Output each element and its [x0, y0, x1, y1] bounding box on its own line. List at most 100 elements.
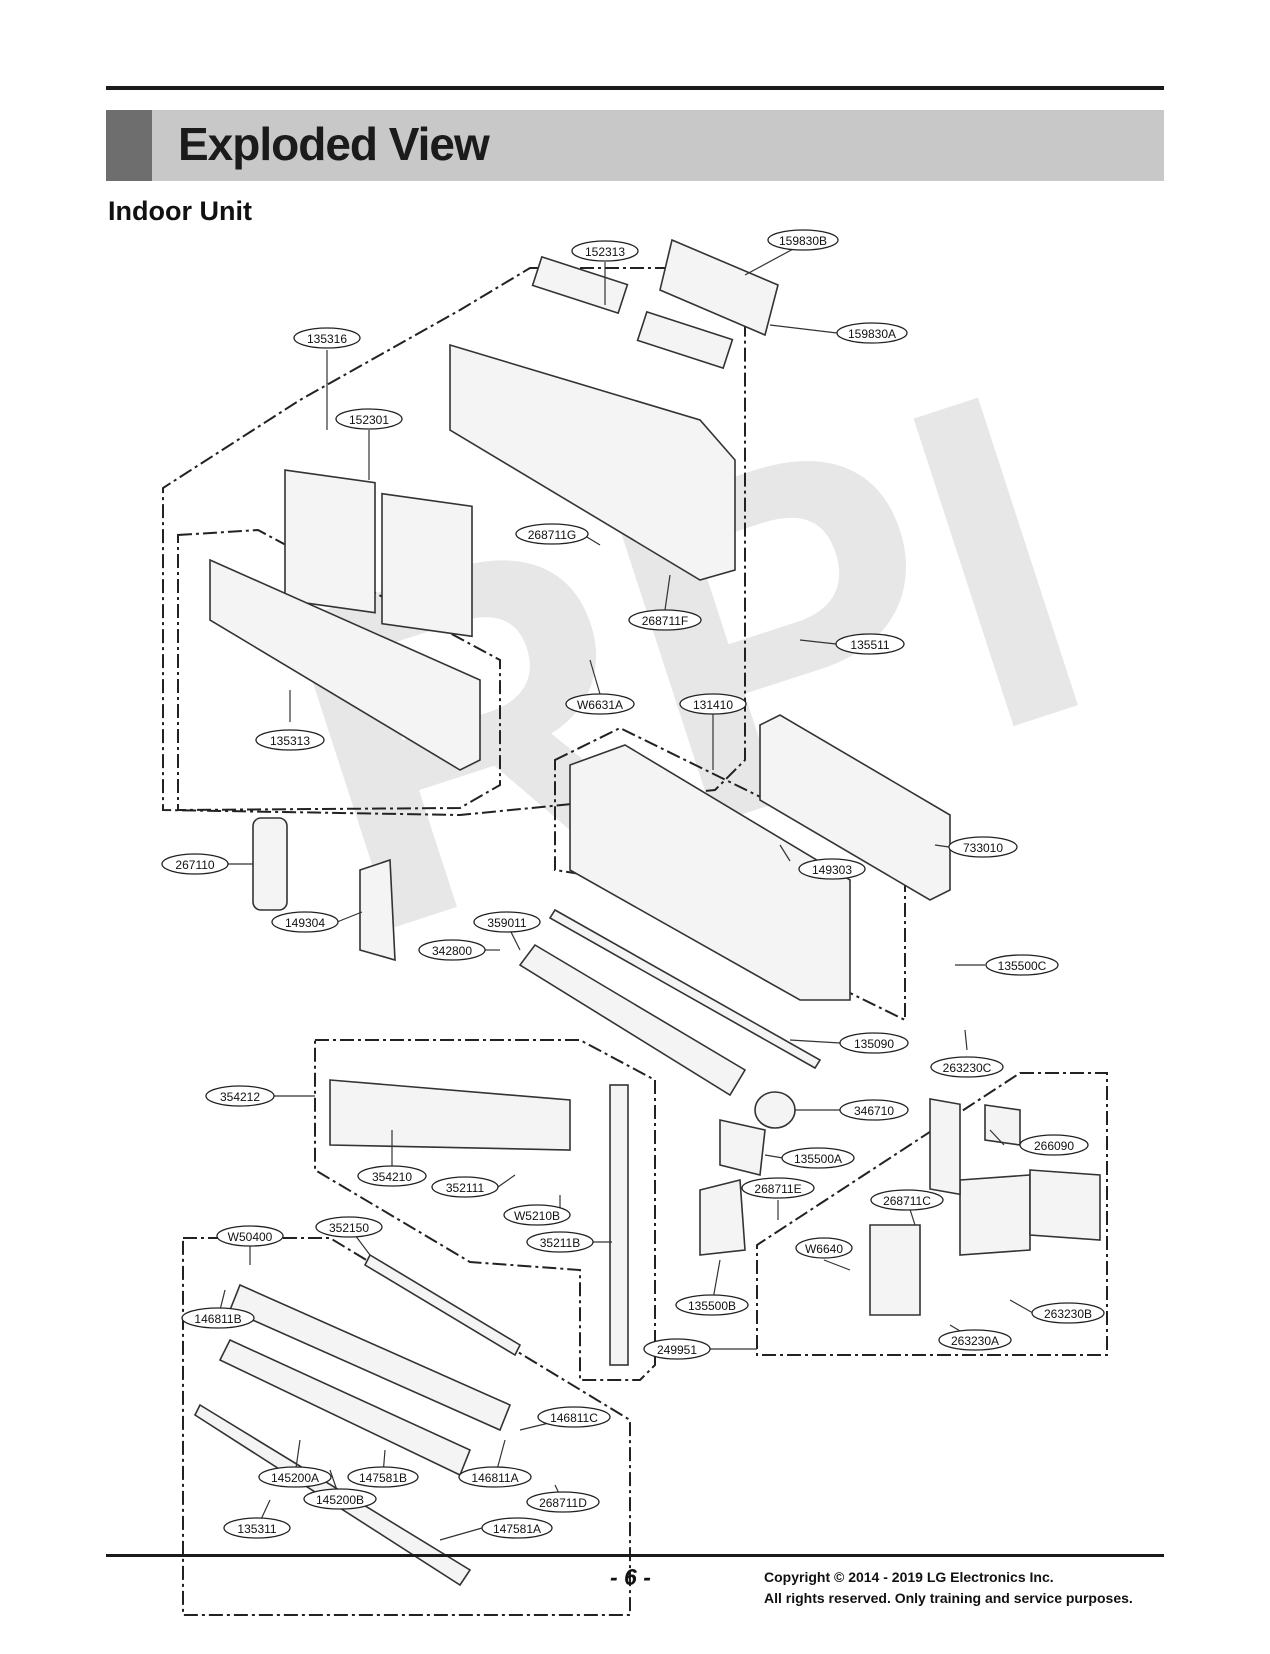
- page-number: - 6 -: [610, 1564, 651, 1590]
- svg-text:146811A: 146811A: [471, 1471, 518, 1485]
- evaporator-coil: [329, 1079, 571, 1151]
- drain-pan-bar: [548, 908, 822, 1070]
- title-banner: Exploded View: [106, 110, 1164, 181]
- page-title: Exploded View: [178, 118, 490, 170]
- grille-filter-right: [929, 1098, 961, 1196]
- drain-hose: [363, 1253, 522, 1357]
- callout-146811A: 146811A: [458, 1466, 532, 1488]
- callout-146811C: 146811C: [537, 1406, 611, 1428]
- svg-text:159830A: 159830A: [848, 327, 896, 341]
- air-filter-left: [284, 469, 376, 614]
- svg-text:359011: 359011: [487, 916, 526, 930]
- callout-352111: 352111: [431, 1176, 499, 1198]
- evaporator-group-outline: [314, 1039, 656, 1381]
- svg-text:733010: 733010: [963, 841, 1003, 855]
- part-callouts: 159830B 152313 159830A 135316 152301 268…: [161, 229, 1105, 1539]
- svg-text:146811B: 146811B: [194, 1312, 241, 1326]
- display-strip-2: [636, 310, 734, 370]
- svg-text:135316: 135316: [307, 332, 347, 346]
- callout-W6631A: W6631A: [565, 693, 635, 715]
- terminal-cover: [1029, 1169, 1101, 1241]
- svg-text:146811C: 146811C: [550, 1411, 598, 1425]
- svg-text:346710: 346710: [854, 1104, 894, 1118]
- louver-assembly: [228, 1283, 512, 1432]
- callout-342800: 342800: [418, 939, 486, 961]
- svg-text:354212: 354212: [220, 1090, 260, 1104]
- svg-text:145200B: 145200B: [316, 1493, 364, 1507]
- callout-135090: 135090: [839, 1032, 909, 1054]
- svg-text:135500A: 135500A: [794, 1152, 842, 1166]
- copyright-line-1: Copyright © 2014 - 2019 LG Electronics I…: [764, 1569, 1054, 1585]
- front-grille: [449, 343, 736, 581]
- svg-text:159830B: 159830B: [779, 234, 827, 248]
- discharge-group-outline: [182, 1237, 631, 1616]
- callout-135500B: 135500B: [675, 1294, 749, 1316]
- svg-text:267110: 267110: [175, 858, 214, 872]
- chassis-group-outline: [554, 726, 906, 1022]
- callout-268711C: 268711C: [870, 1189, 944, 1211]
- crossflow-fan: [518, 943, 747, 1097]
- svg-text:263230C: 263230C: [943, 1061, 992, 1075]
- callout-267110: 267110: [161, 853, 229, 875]
- svg-text:268711G: 268711G: [528, 528, 577, 542]
- svg-text:263230B: 263230B: [1044, 1307, 1092, 1321]
- top-rule: [106, 86, 1164, 90]
- svg-text:152313: 152313: [585, 245, 625, 259]
- display-strip: [531, 255, 629, 315]
- svg-text:268711E: 268711E: [754, 1182, 801, 1196]
- callout-135500A: 135500A: [781, 1147, 855, 1169]
- callout-249951: 249951: [643, 1338, 711, 1360]
- callout-268711D: 268711D: [526, 1491, 600, 1513]
- svg-text:131410: 131410: [693, 698, 733, 712]
- callout-135511: 135511: [835, 633, 905, 655]
- svg-text:266090: 266090: [1034, 1139, 1074, 1153]
- callout-W50400: W50400: [216, 1225, 284, 1247]
- svg-text:145200A: 145200A: [271, 1471, 319, 1485]
- callout-147581A: 147581A: [481, 1517, 553, 1539]
- pcb-board: [869, 1224, 921, 1316]
- callout-359011: 359011: [473, 911, 541, 933]
- svg-text:149304: 149304: [285, 916, 325, 930]
- callout-352150: 352150: [315, 1216, 383, 1238]
- svg-text:W6631A: W6631A: [577, 698, 623, 712]
- svg-text:135090: 135090: [854, 1037, 894, 1051]
- svg-text:149303: 149303: [812, 863, 852, 877]
- banner-tab: [106, 110, 152, 181]
- callout-733010: 733010: [948, 836, 1018, 858]
- chassis-frame: [569, 744, 851, 1001]
- callout-354210: 354210: [357, 1165, 427, 1187]
- callout-268711F: 268711F: [628, 609, 702, 631]
- svg-text:147581A: 147581A: [493, 1522, 541, 1536]
- front-panel: [209, 558, 481, 771]
- callout-159830B: 159830B: [767, 229, 839, 251]
- callout-146811B: 146811B: [181, 1307, 255, 1329]
- callout-149304: 149304: [271, 911, 339, 933]
- component-sketches: [193, 238, 1101, 1587]
- svg-text:135511: 135511: [850, 638, 889, 652]
- callout-135313: 135313: [255, 729, 325, 751]
- air-filter-right: [381, 492, 473, 638]
- motor-cover: [699, 1178, 746, 1256]
- svg-text:135500C: 135500C: [998, 959, 1047, 973]
- svg-text:268711F: 268711F: [642, 614, 688, 628]
- svg-text:147581B: 147581B: [359, 1471, 407, 1485]
- callout-W5210B: W5210B: [503, 1204, 571, 1226]
- svg-text:W50400: W50400: [228, 1230, 273, 1244]
- callout-135311: 135311: [223, 1517, 291, 1539]
- callout-159830A: 159830A: [836, 322, 908, 344]
- section-title: Indoor Unit: [108, 196, 252, 226]
- transformer: [984, 1104, 1021, 1146]
- svg-text:135311: 135311: [237, 1522, 276, 1536]
- callout-346710: 346710: [839, 1099, 909, 1121]
- callout-152313: 152313: [571, 240, 639, 262]
- control-box-group-outline: [756, 1072, 1108, 1356]
- svg-text:354210: 354210: [372, 1170, 412, 1184]
- callout-131410: 131410: [679, 693, 747, 715]
- callout-263230C: 263230C: [930, 1056, 1004, 1078]
- callout-149303: 149303: [798, 858, 866, 880]
- callout-147581B: 147581B: [347, 1466, 419, 1488]
- svg-text:35211B: 35211B: [540, 1236, 580, 1250]
- svg-text:135313: 135313: [270, 734, 310, 748]
- callout-266090: 266090: [1019, 1134, 1089, 1156]
